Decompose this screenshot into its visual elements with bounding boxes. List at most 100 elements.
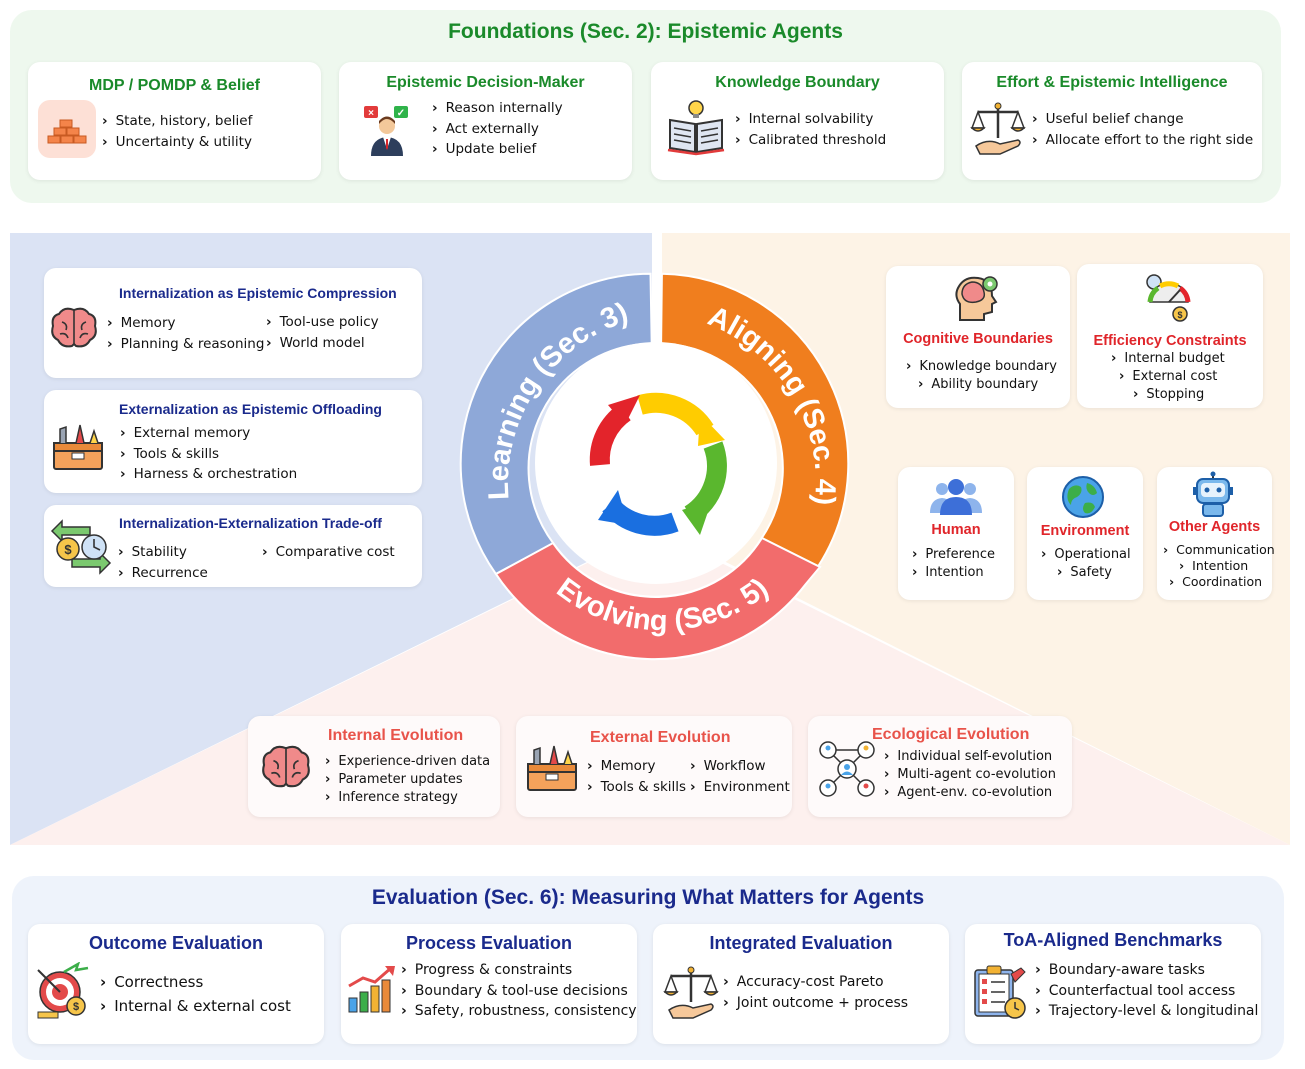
list-item: State, history, belief <box>102 111 253 132</box>
toolbox-icon <box>50 423 106 478</box>
foundation-card-knowledge-boundary: Knowledge Boundary Internal solvability … <box>651 62 944 180</box>
svg-text:$: $ <box>73 1001 79 1013</box>
list-item: Communication <box>1163 542 1275 558</box>
list-item: Multi-agent co-evolution <box>884 766 1056 784</box>
brain-icon <box>50 306 98 355</box>
foundations-panel: Foundations (Sec. 2): Epistemic Agents M… <box>10 10 1281 203</box>
card-items: External memory Tools & skills Harness &… <box>120 423 298 485</box>
card-items: Preference Intention <box>912 546 995 582</box>
evolving-card-internal: Internal Evolution Experience-driven dat… <box>248 716 500 817</box>
list-item: Comparative cost <box>262 542 395 563</box>
decision-maker-icon: × ✓ <box>361 104 413 161</box>
card-title: Effort & Epistemic Intelligence <box>996 74 1228 91</box>
card-title: ToA-Aligned Benchmarks <box>1003 930 1223 950</box>
card-items-col1: Memory Planning & reasoning <box>107 313 265 355</box>
bricks-icon <box>38 100 96 163</box>
card-items-col2: Workflow Environment <box>690 756 790 797</box>
list-item: Useful belief change <box>1032 109 1253 130</box>
svg-text:$: $ <box>1177 310 1182 320</box>
toolbox-icon <box>524 744 580 799</box>
card-title: Process Evaluation <box>405 933 573 953</box>
card-items: Internal solvability Calibrated threshol… <box>735 109 887 151</box>
globe-icon <box>1061 475 1105 524</box>
card-title: Epistemic Decision-Maker <box>386 74 585 91</box>
list-item: Accuracy-cost Pareto <box>723 972 908 993</box>
list-item: World model <box>266 333 379 354</box>
people-icon <box>928 477 984 520</box>
network-icon <box>816 738 878 805</box>
list-item: Tools & skills <box>120 444 297 465</box>
card-items: Experience-driven data Parameter updates… <box>325 753 490 807</box>
card-title: Ecological Evolution <box>872 726 1030 743</box>
card-items-col1: Memory Tools & skills <box>587 756 687 797</box>
clipboard-icon <box>971 964 1029 1025</box>
aligning-segment <box>660 272 850 569</box>
list-item: Inference strategy <box>325 789 490 807</box>
list-item: Update belief <box>432 139 563 160</box>
card-title: External Evolution <box>590 729 731 746</box>
list-item: Intention <box>1163 558 1275 574</box>
learning-card-offloading: Externalization as Epistemic Offloading … <box>44 390 422 493</box>
card-items: Progress & constraints Boundary & tool-u… <box>401 960 637 1022</box>
evaluation-card-benchmarks: ToA-Aligned Benchmarks Boundary-aware ta… <box>965 924 1261 1044</box>
foundations-title: Foundations (Sec. 2): Epistemic Agents <box>448 20 843 43</box>
list-item: Memory <box>107 313 264 334</box>
list-item: Act externally <box>432 119 563 140</box>
list-item: Uncertainty & utility <box>102 132 252 153</box>
list-item: Planning & reasoning <box>107 334 265 355</box>
card-items: Operational Safety <box>1041 546 1130 582</box>
list-item: Correctness <box>100 970 291 994</box>
card-items: Individual self-evolution Multi-agent co… <box>884 748 1056 802</box>
balance-scale-icon <box>970 100 1026 161</box>
list-item: Boundary-aware tasks <box>1035 960 1258 981</box>
list-item: Internal & external cost <box>100 994 291 1018</box>
evaluation-card-outcome: Outcome Evaluation $ Correctness Interna… <box>28 924 324 1044</box>
list-item: Harness & orchestration <box>120 464 298 485</box>
brain-icon <box>260 744 312 795</box>
svg-text:$: $ <box>64 542 72 557</box>
aligning-card-human: Human Preference Intention <box>898 467 1014 600</box>
card-title: Externalization as Epistemic Offloading <box>119 401 382 417</box>
card-title: Other Agents <box>1168 519 1261 535</box>
list-item: Joint outcome + process <box>723 993 908 1014</box>
balance-scale-icon <box>663 964 719 1025</box>
card-title: Integrated Evaluation <box>709 933 893 953</box>
robot-icon <box>1191 471 1235 522</box>
list-item: Counterfactual tool access <box>1035 981 1258 1002</box>
card-items: Accuracy-cost Pareto Joint outcome + pro… <box>723 972 908 1013</box>
card-items: State, history, belief Uncertainty & uti… <box>102 111 253 153</box>
bar-chart-icon <box>347 964 397 1019</box>
aligning-card-environment: Environment Operational Safety <box>1027 467 1143 600</box>
list-item: Workflow <box>690 756 790 777</box>
aligning-card-other-agents: Other Agents Communication Intention Coo… <box>1157 467 1275 600</box>
list-item: Calibrated threshold <box>735 130 887 151</box>
list-item: Agent-env. co-evolution <box>884 784 1056 802</box>
svg-text:✓: ✓ <box>397 108 405 119</box>
evolving-card-ecological: Ecological Evolution Individual self-evo… <box>808 716 1072 817</box>
foundation-card-mdp: MDP / POMDP & Belief State, history, bel… <box>28 62 321 180</box>
list-item: External memory <box>120 423 297 444</box>
card-items-col1: Stability Recurrence <box>118 542 208 583</box>
aligning-card-efficiency: $ Efficiency Constraints Internal budget… <box>1077 264 1263 408</box>
card-title: Knowledge Boundary <box>715 74 880 91</box>
open-book-icon <box>667 98 725 161</box>
cycle-ring: Learning (Sec. 3) Aligning (Sec. 4) Evol… <box>459 272 850 661</box>
card-title: MDP / POMDP & Belief <box>89 77 260 94</box>
evaluation-card-integrated: Integrated Evaluation Accuracy-cost Pare… <box>653 924 949 1044</box>
foundation-card-effort: Effort & Epistemic Intelligence Useful b… <box>962 62 1262 180</box>
card-items: Useful belief change Allocate effort to … <box>1032 109 1254 150</box>
list-item: Parameter updates <box>325 771 490 789</box>
card-items-col2: Tool-use policy World model <box>266 312 379 353</box>
evaluation-title: Evaluation (Sec. 6): Measuring What Matt… <box>371 886 925 909</box>
list-item: Individual self-evolution <box>884 748 1056 766</box>
card-title: Internalization as Epistemic Compression <box>119 285 397 301</box>
card-items: Communication Intention Coordination <box>1163 542 1275 590</box>
list-item: Knowledge boundary <box>906 358 1057 376</box>
learning-segment <box>459 272 653 576</box>
card-items-col2: Comparative cost <box>262 542 395 563</box>
evaluation-panel: Evaluation (Sec. 6): Measuring What Matt… <box>12 876 1284 1060</box>
card-items: Correctness Internal & external cost <box>100 970 291 1018</box>
card-title: Internalization-Externalization Trade-of… <box>119 515 382 531</box>
card-items: Boundary-aware tasks Counterfactual tool… <box>1035 960 1259 1022</box>
list-item: Experience-driven data <box>325 753 490 771</box>
